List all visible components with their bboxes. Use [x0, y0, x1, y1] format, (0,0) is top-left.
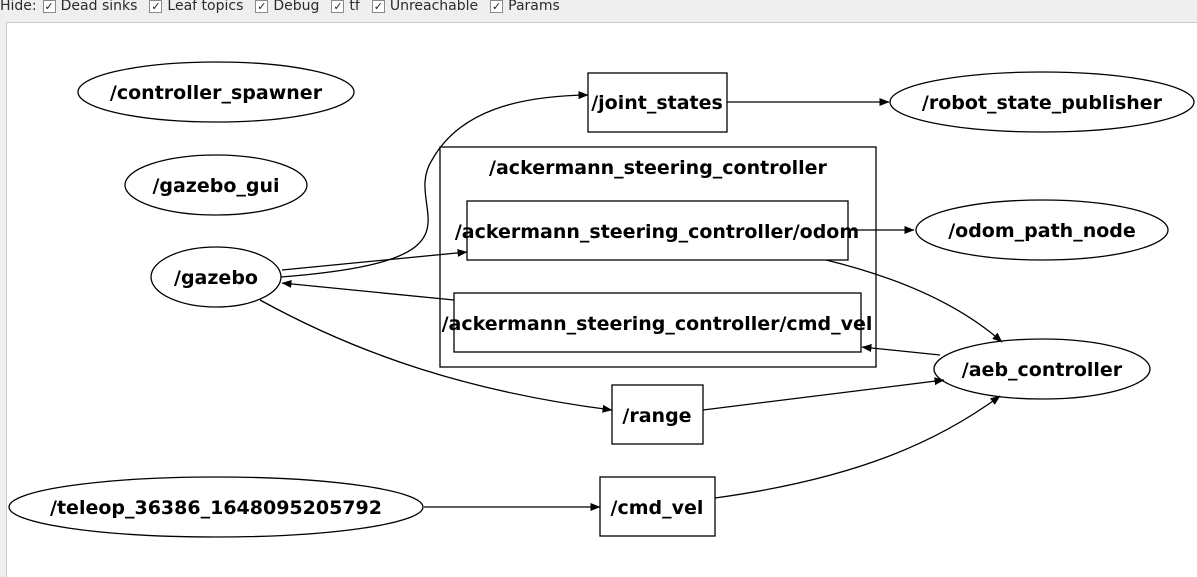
checkbox-checked-icon: ✓ [371, 0, 385, 13]
topic-label: /ackermann_steering_controller/odom [455, 221, 859, 243]
edge-gazebo-range [259, 299, 613, 413]
hide-debug-checkbox[interactable]: ✓ Debug [255, 0, 319, 14]
node-label: /robot_state_publisher [922, 92, 1163, 114]
topic-joint-states[interactable]: /joint_states [587, 72, 728, 133]
hide-tf-checkbox[interactable]: ✓ tf [331, 0, 360, 14]
hide-filter-bar: Hide: ✓ Dead sinks ✓ Leaf topics ✓ Debug ✓ t… [0, 0, 572, 16]
node-controller-spawner[interactable]: /controller_spawner [77, 61, 355, 123]
hide-unreachable-label: Unreachable [389, 0, 479, 14]
node-label: /controller_spawner [110, 82, 323, 104]
checkbox-checked-icon: ✓ [42, 0, 56, 13]
hide-leaf-topics-checkbox[interactable]: ✓ Leaf topics [149, 0, 243, 14]
edge-aeb-controller-cmd-vel-ctrl [861, 343, 941, 356]
node-teleop[interactable]: /teleop_36386_1648095205792 [8, 476, 424, 538]
node-aeb-controller[interactable]: /aeb_controller [933, 338, 1151, 400]
checkbox-checked-icon: ✓ [149, 0, 163, 13]
node-gazebo-gui[interactable]: /gazebo_gui [124, 154, 308, 216]
node-label: /gazebo_gui [152, 175, 279, 197]
topic-label: /cmd_vel [611, 497, 704, 519]
node-robot-state-publisher[interactable]: /robot_state_publisher [889, 71, 1195, 133]
cluster-ackermann-steering-controller[interactable]: /ackermann_steering_controller [439, 146, 877, 368]
checkbox-checked-icon: ✓ [490, 0, 504, 13]
edge-gazebo-odom [281, 248, 468, 271]
node-label: /teleop_36386_1648095205792 [50, 497, 382, 519]
hide-params-label: Params [508, 0, 560, 14]
node-label: /gazebo [174, 267, 258, 289]
edge-cmd-vel-ctrl-gazebo [281, 279, 455, 301]
topic-label: /ackermann_steering_controller/cmd_vel [442, 313, 873, 335]
checkbox-checked-icon: ✓ [331, 0, 345, 13]
node-gazebo[interactable]: /gazebo [150, 246, 282, 308]
edge-odom-aeb-controller [825, 259, 1003, 343]
edge-range-aeb-controller [702, 377, 945, 411]
hide-dead-sinks-label: Dead sinks [60, 0, 138, 14]
hide-debug-label: Debug [273, 0, 320, 14]
hide-dead-sinks-checkbox[interactable]: ✓ Dead sinks [42, 0, 138, 14]
topic-cmd-vel[interactable]: /cmd_vel [599, 476, 716, 537]
topic-label: /range [622, 405, 691, 427]
edge-gazebo-joint-states [280, 91, 589, 278]
hide-unreachable-checkbox[interactable]: ✓ Unreachable [371, 0, 479, 14]
hide-params-checkbox[interactable]: ✓ Params [490, 0, 560, 14]
hide-tf-label: tf [349, 0, 360, 14]
node-label: /odom_path_node [948, 220, 1136, 242]
edge-cmd-vel-aeb-controller [714, 395, 1001, 499]
topic-range[interactable]: /range [611, 384, 704, 445]
checkbox-checked-icon: ✓ [255, 0, 269, 13]
node-label: /aeb_controller [962, 359, 1123, 381]
topic-label: /joint_states [591, 92, 723, 114]
hide-label: Hide: [0, 0, 37, 14]
topic-ackermann-cmd-vel[interactable]: /ackermann_steering_controller/cmd_vel [442, 292, 873, 353]
hide-leaf-topics-label: Leaf topics [167, 0, 244, 14]
cluster-label: /ackermann_steering_controller [489, 157, 828, 179]
node-odom-path-node[interactable]: /odom_path_node [915, 199, 1169, 261]
topic-ackermann-odom[interactable]: /ackermann_steering_controller/odom [455, 200, 859, 261]
